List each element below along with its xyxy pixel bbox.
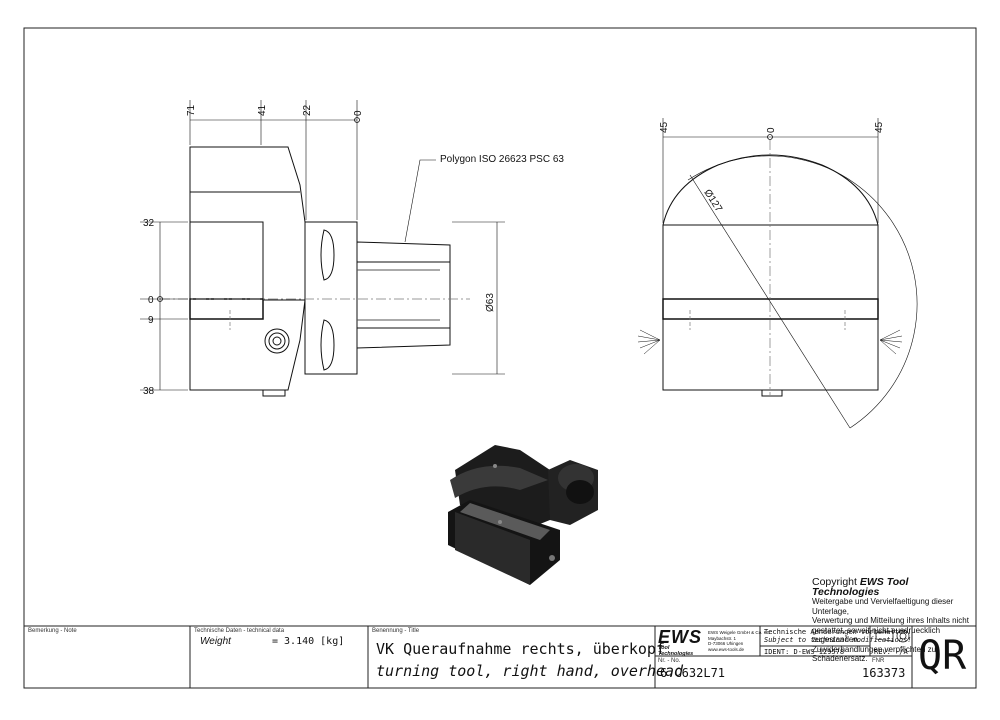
weight-value: = 3.140 [kg] bbox=[272, 636, 345, 647]
dim-41: 41 bbox=[257, 104, 268, 116]
title-english: turning tool, right hand, overhead bbox=[376, 662, 684, 680]
weight-label: Weight bbox=[200, 636, 231, 647]
front-body-outline bbox=[189, 146, 306, 391]
part-number: 6.C632L71 bbox=[660, 666, 726, 680]
qr-mark: QR bbox=[918, 633, 967, 679]
copyright-line: gestattet, soweit nicht ausdruecklich zu… bbox=[812, 625, 941, 645]
dim-0-side: 0 bbox=[766, 127, 777, 133]
side-view bbox=[637, 118, 918, 429]
dim-22: 22 bbox=[302, 104, 313, 116]
title-label: Benennung - Title bbox=[372, 628, 420, 634]
copyright-block: Copyright EWS Tool Technologies Weiterga… bbox=[812, 577, 972, 664]
logo-text: EWS bbox=[658, 627, 703, 647]
tech-data-label: Technische Daten - technical data bbox=[194, 628, 285, 634]
copyright-line: Zuwiderhandlungen verpflichten zu Schade… bbox=[812, 644, 937, 664]
dim-45-right: 45 bbox=[874, 121, 885, 133]
polygon-label: Polygon ISO 26623 PSC 63 bbox=[440, 154, 564, 165]
isometric-view bbox=[448, 445, 598, 585]
front-view bbox=[140, 100, 505, 397]
side-body-outline bbox=[662, 154, 879, 391]
dim-38: 38 bbox=[143, 386, 155, 397]
fnr-number: 163373 bbox=[862, 666, 906, 680]
copyright-brand: EWS Tool Technologies bbox=[812, 576, 909, 598]
number-label: Nr. - No. bbox=[658, 658, 681, 664]
dim-32: 32 bbox=[143, 218, 155, 229]
front-dims-text: 71 41 22 0 32 0 9 38 Ø63 Polygon ISO 266… bbox=[143, 104, 564, 397]
fnr-label: FNR bbox=[872, 658, 885, 664]
dim-45-left: 45 bbox=[659, 121, 670, 133]
title-german: VK Queraufnahme rechts, überkopf bbox=[376, 640, 665, 658]
copyright-line: Weitergabe und Vervielfaeltigung dieser … bbox=[812, 597, 954, 616]
dim-9: 9 bbox=[148, 315, 154, 326]
changes-de: Technische Aenderungen vorbehalten! bbox=[764, 628, 912, 636]
dim-0-left: 0 bbox=[148, 295, 154, 306]
sheet-border bbox=[23, 27, 977, 689]
revision: REV: -/A bbox=[874, 648, 908, 656]
title-block-lines bbox=[24, 625, 976, 688]
company-address: EWS Weigele GmbH & Co. KG Maybachstr. 1 … bbox=[708, 630, 771, 652]
ews-logo: EWS Tool Technologies bbox=[658, 627, 706, 657]
note-label: Bemerkung - Note bbox=[28, 628, 77, 634]
ident: IDENT: D-EWS-129578 bbox=[764, 648, 845, 656]
copyright-line: Verwertung und Mitteilung ihres Inhalts … bbox=[812, 616, 969, 625]
dim-0-top: 0 bbox=[353, 110, 364, 116]
dim-71: 71 bbox=[186, 104, 197, 116]
dim-diameter-127: Ø127 bbox=[701, 188, 724, 215]
copyright-title: Copyright EWS Tool Technologies bbox=[812, 576, 909, 598]
dim-diameter-63: Ø63 bbox=[485, 293, 496, 312]
logo-subtext: Tool Technologies bbox=[658, 645, 694, 657]
changes-en: Subject to technical modifications! bbox=[764, 636, 912, 644]
